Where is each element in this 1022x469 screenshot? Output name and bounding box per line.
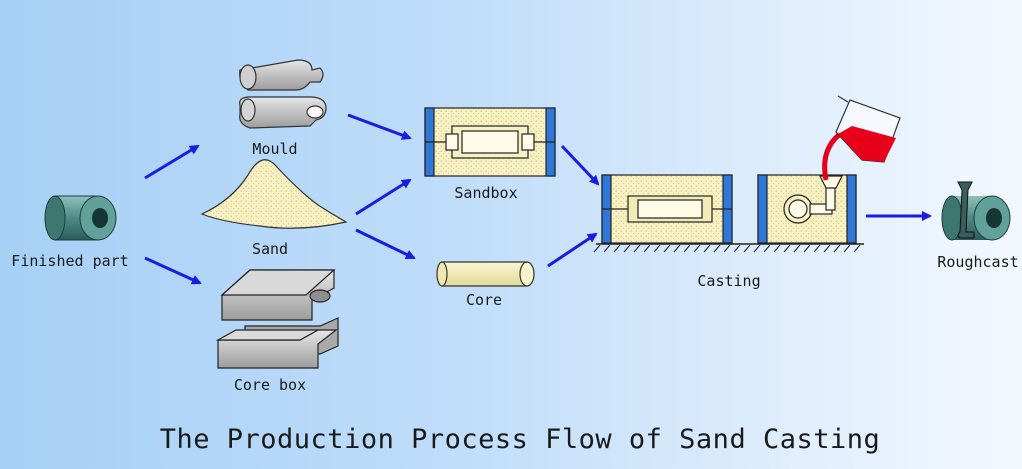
arrow-core-to-casting [547,232,598,268]
core-box-label: Core box [233,376,307,394]
hatch-mark [813,244,821,253]
arrow-sandbox-to-casting [560,144,600,186]
core-label: Core [465,291,503,309]
hatch-mark [843,244,851,253]
hatch-mark [763,244,771,253]
arrow-corebox-to-core [355,228,416,260]
hatch-mark [713,244,721,253]
hatch-mark [603,244,611,253]
hatch-mark [643,244,651,253]
hatch-mark [803,244,811,253]
casting-label: Casting [697,272,761,290]
hatch-mark [593,244,601,253]
roughcast-icon [941,181,1011,241]
hatch-mark [793,244,801,253]
core-box-icon [215,269,339,369]
hatch-mark [703,244,711,253]
hatch-mark [783,244,791,253]
hatch-mark [633,244,641,253]
sandbox-label: Sandbox [454,184,518,202]
casting-mould-icon [601,174,733,244]
finished-part-label: Finished part [11,252,129,270]
hatch-mark [773,244,781,253]
finished-part-icon [44,195,117,241]
casting-pour-icon [757,174,857,244]
hatch-mark [753,244,761,253]
roughcast-label: Roughcast [937,253,1019,271]
arrow-part-to-corebox [144,256,202,285]
hatch-mark [853,244,861,253]
hatch-mark [823,244,831,253]
hatch-mark [683,244,691,253]
arrow-mould-to-sandbox [347,113,412,140]
sand-label: Sand [251,240,289,258]
hatch-mark [613,244,621,253]
diagram-title: The Production Process Flow of Sand Cast… [159,424,881,455]
arrow-part-to-mould [144,144,200,180]
ground-hatch-marks [593,244,861,253]
hatch-mark [833,244,841,253]
hatch-mark [733,244,741,253]
hatch-mark [743,244,751,253]
sand-pile-icon [200,159,348,229]
mould-icon [239,59,327,129]
sandbox-icon [424,107,556,177]
hatch-mark [653,244,661,253]
hatch-mark [663,244,671,253]
hatch-mark [723,244,731,253]
arrow-sand-to-sandbox [355,178,412,216]
core-icon [436,261,535,287]
hatch-mark [693,244,701,253]
flow-arrows [144,113,932,285]
hatch-mark [673,244,681,253]
hatch-mark [623,244,631,253]
ladle-icon [822,95,901,181]
mould-label: Mould [252,140,298,158]
